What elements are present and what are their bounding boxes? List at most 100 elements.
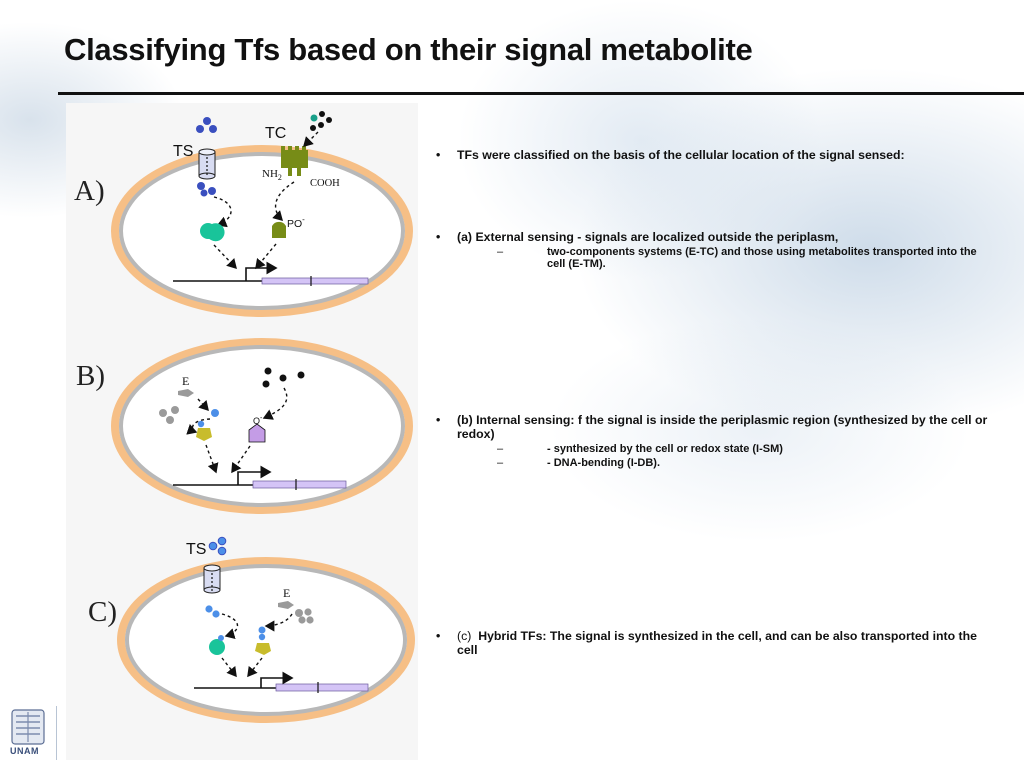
panel-b: B) E O- xyxy=(76,338,413,514)
regulation-arrow-a1 xyxy=(213,244,237,270)
bullet-item: •TFs were classified on the basis of the… xyxy=(436,148,905,162)
signal-molecule xyxy=(197,182,205,190)
redox-molecules-b xyxy=(262,367,305,388)
substrate-molecule xyxy=(304,608,312,616)
tf-protein-teal xyxy=(209,639,225,655)
regulation-arrow-c1 xyxy=(221,657,237,678)
cell-b-outer-membrane xyxy=(111,338,413,514)
substrate-molecule xyxy=(298,616,306,624)
signal-molecule xyxy=(208,541,218,551)
sub-bullet-text: two-components systems (E-TC) and those … xyxy=(547,246,977,270)
synthesis-arrow xyxy=(197,398,209,412)
regulation-arrow-b1 xyxy=(205,444,219,474)
signal-molecule xyxy=(319,111,325,117)
signal-molecule xyxy=(203,117,211,125)
signal-molecule xyxy=(200,189,208,197)
binding-arrow-c xyxy=(221,613,239,640)
bullet-text: (b) Internal sensing: f the signal is in… xyxy=(457,413,988,441)
tf-protein-olive xyxy=(272,221,286,238)
substrate-molecules-b xyxy=(159,406,179,424)
transporter-icon xyxy=(198,148,216,180)
nh2-label: NH2 xyxy=(262,168,282,182)
bullet-prefix: (c) xyxy=(457,629,472,643)
sub-bullet-text: - synthesized by the cell or redox state… xyxy=(547,443,783,455)
regulation-arrow-c2 xyxy=(247,657,263,678)
promoter-arrow-b xyxy=(237,465,272,485)
tc-binding-arrow xyxy=(303,131,319,147)
substrate-molecule xyxy=(306,616,314,624)
signal-molecule xyxy=(196,125,204,133)
panel-c-label: C) xyxy=(88,596,117,628)
bullet-text: (a) External sensing - signals are local… xyxy=(457,230,839,244)
tc-sensor-icon xyxy=(281,146,308,176)
substrate-molecule xyxy=(166,416,174,424)
logo-label: UNAM xyxy=(10,746,39,756)
internalized-molecules-a xyxy=(197,182,216,197)
signal-molecule xyxy=(212,610,220,618)
cooh-label: COOH xyxy=(310,178,340,189)
signal-molecule xyxy=(326,117,332,123)
redox-arrow xyxy=(262,387,288,420)
substrate-molecule xyxy=(171,406,179,414)
signal-molecule xyxy=(264,367,272,375)
bullet-item: •(c) Hybrid TFs: The signal is synthesiz… xyxy=(436,629,977,657)
ts-label-a: TS xyxy=(173,143,193,160)
cell-c-inner-membrane xyxy=(125,564,407,716)
promoter-arrow-a xyxy=(245,261,278,281)
regulation-arrow-b2 xyxy=(231,445,251,474)
bullet-text: Hybrid TFs: The signal is synthesized in… xyxy=(457,629,977,657)
gene-a xyxy=(261,277,369,285)
bullet-text: TFs were classified on the basis of the … xyxy=(457,148,905,162)
panel-a-label: A) xyxy=(74,175,105,207)
signal-molecule xyxy=(209,125,217,133)
ts-label-c: TS xyxy=(186,541,206,558)
synthesis-arrow-c xyxy=(264,613,293,632)
cell-b-inner-membrane xyxy=(119,345,405,507)
tc-label: TC xyxy=(265,125,286,142)
cell-a-inner-membrane xyxy=(119,152,405,310)
enzyme-icon xyxy=(278,601,294,609)
signal-molecule xyxy=(217,536,227,546)
enzyme-label-b: E xyxy=(182,374,189,388)
panel-a: A) TS TC xyxy=(74,111,413,317)
signal-molecule xyxy=(279,374,287,382)
signal-molecule xyxy=(297,371,305,379)
signal-molecule xyxy=(310,125,316,131)
tf-protein-yellow xyxy=(196,428,212,441)
cell-c-outer-membrane xyxy=(117,557,415,723)
signal-molecule xyxy=(318,122,324,128)
tf-protein-yellow xyxy=(255,643,271,655)
po-label: PO- xyxy=(287,215,305,230)
phospho-arrow xyxy=(272,181,295,221)
gene-c xyxy=(275,683,369,692)
panel-b-label: B) xyxy=(76,360,105,392)
gene-b xyxy=(252,480,347,489)
tc-signal-molecules xyxy=(310,111,332,131)
substrate-molecules-c xyxy=(295,608,314,624)
bullet-item: •(a) External sensing - signals are loca… xyxy=(436,230,977,270)
unam-crest-icon xyxy=(11,709,45,745)
title-underline xyxy=(58,92,1024,95)
slide-title: Classifying Tfs based on their signal me… xyxy=(64,32,753,67)
signal-molecule xyxy=(258,626,266,634)
sub-bullet-text: - DNA-bending (I-DB). xyxy=(547,457,661,469)
signal-molecule xyxy=(217,546,227,556)
signal-molecule xyxy=(310,114,318,122)
enzyme-icon xyxy=(178,389,194,397)
tf-protein-violet xyxy=(248,423,266,443)
panel-c: C) TS E xyxy=(88,536,415,723)
regulation-arrow-a2 xyxy=(255,243,277,270)
enzyme-label-c: E xyxy=(283,586,290,600)
cell-a-outer-membrane xyxy=(111,145,413,317)
logo-divider xyxy=(56,706,57,760)
signal-molecule xyxy=(211,409,219,417)
binding-arrow-b xyxy=(186,418,211,435)
promoter-arrow-c xyxy=(260,671,294,688)
signal-molecules-a xyxy=(196,117,217,133)
signal-molecules-c xyxy=(208,536,227,556)
signal-molecule xyxy=(205,605,213,613)
signal-molecule xyxy=(262,380,270,388)
substrate-molecule xyxy=(159,409,167,417)
internalized-molecules-c xyxy=(205,605,220,618)
